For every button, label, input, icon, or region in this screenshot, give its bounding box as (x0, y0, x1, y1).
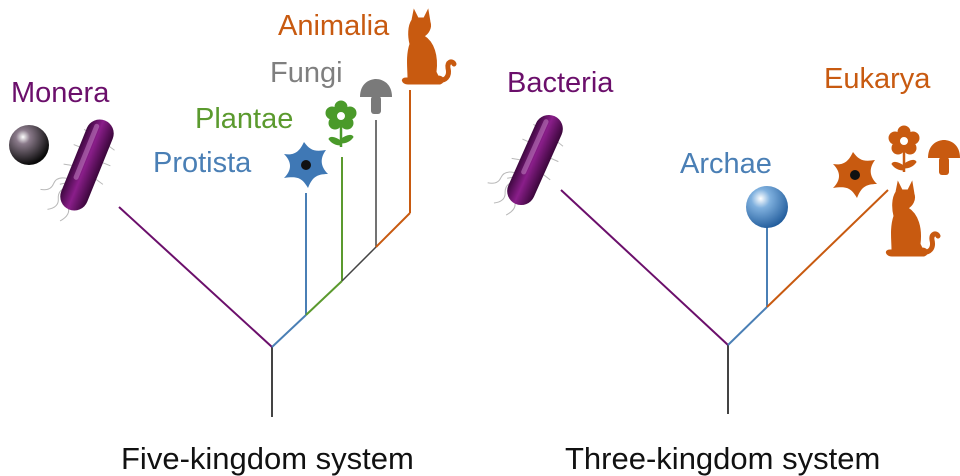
mushroom-icon (928, 140, 960, 175)
label-fungi: Fungi (270, 59, 343, 88)
protist-cell-icon (284, 142, 328, 188)
flower-icon (326, 101, 356, 147)
animalia-branch (376, 213, 410, 247)
plantae-branch (306, 281, 342, 315)
monera-branch (119, 207, 272, 347)
bacterium-icon (479, 102, 575, 225)
label-monera: Monera (11, 79, 109, 108)
mushroom-icon (360, 79, 392, 114)
sphere-icon (9, 125, 49, 165)
caption-three-kingdom: Three-kingdom system (565, 443, 880, 474)
label-archae: Archae (680, 150, 772, 179)
bacterium-icon (32, 108, 125, 231)
cat-icon (886, 182, 938, 256)
caption-five-kingdom: Five-kingdom system (121, 443, 414, 474)
label-protista: Protista (153, 149, 251, 178)
label-plantae: Plantae (195, 105, 293, 134)
label-eukarya: Eukarya (824, 65, 930, 94)
sphere-icon (746, 186, 788, 228)
label-bacteria: Bacteria (507, 69, 613, 98)
cat-icon (402, 10, 454, 84)
archae-branch (728, 307, 767, 345)
fungi-branch (342, 247, 376, 281)
bacteria-branch (561, 190, 728, 345)
protist-cell-icon (833, 152, 877, 198)
protista-branch (272, 315, 306, 347)
flower-icon (889, 126, 919, 172)
label-animalia: Animalia (278, 12, 389, 41)
five-kingdom-tree (9, 10, 454, 417)
